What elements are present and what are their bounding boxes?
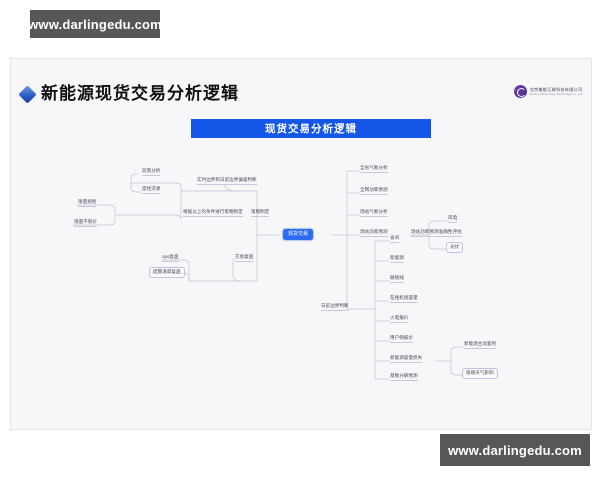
slide-header: 新能源现货交易分析逻辑 北京美能互联科技有限公司 Beijing Palmene… bbox=[11, 79, 591, 111]
node-qianjing-fenxi[interactable]: 前景分析 bbox=[142, 168, 161, 177]
node-xianliang-guihua[interactable]: 限量规划 bbox=[78, 199, 97, 208]
node-yonghuce-baojia[interactable]: 用户侧报价 bbox=[390, 335, 413, 344]
node-ops-fupan[interactable]: ops复盘 bbox=[162, 254, 179, 263]
slide-canvas: 新能源现货交易分析逻辑 北京美能互联科技有限公司 Beijing Palmene… bbox=[10, 58, 592, 430]
node-jiesuan-qingdan-fupan[interactable]: 结算清单复盘 bbox=[149, 267, 185, 278]
node-quanwang-gonglv-yuce[interactable]: 全网功率预测 bbox=[360, 187, 388, 196]
node-changzhan-gonglv-yuce[interactable]: 场站功率预测 bbox=[360, 229, 388, 238]
node-celue-zhiding[interactable]: 策略制定 bbox=[251, 209, 270, 218]
node-du-jingji-yuan[interactable]: 度经济源 bbox=[142, 186, 161, 195]
watermark-top: www.darlingedu.com bbox=[28, 10, 162, 38]
node-changzhan-qixiang-fenxi[interactable]: 场站气象分析 bbox=[360, 209, 388, 218]
node-riqian-bianjie-panduan[interactable]: 日前边界判断 bbox=[321, 303, 349, 312]
company-logo-icon bbox=[513, 85, 527, 98]
node-shishi-bianjie-pianchai[interactable]: 实时边界和日前边界偏差判断 bbox=[197, 177, 257, 186]
mindmap: 现货交易 前景分析 度经济源 实时边界和日前边界偏差判断 限量规划 限量不限价 … bbox=[11, 59, 591, 429]
node-lianluoxian[interactable]: 联络线 bbox=[390, 275, 404, 284]
node-jiduan-tianqi-yingxiang[interactable]: 极端天气影响 bbox=[462, 368, 498, 379]
watermark-bottom-text: www.darlingedu.com bbox=[448, 442, 582, 458]
watermark-bottom: www.darlingedu.com bbox=[440, 434, 590, 466]
node-xinnengyuan-zhudong-taoli[interactable]: 新能源主动套利 bbox=[464, 341, 497, 350]
node-guangfu[interactable]: 光伏 bbox=[446, 242, 464, 253]
node-huodian-baojia[interactable]: 火电报价 bbox=[390, 315, 409, 324]
node-zaixian-jizu-rongliang[interactable]: 在线机组容量 bbox=[390, 295, 418, 304]
node-genju-tiaojian-celue[interactable]: 根据以上的条件进行策略制定 bbox=[183, 209, 243, 218]
node-jiaoyi-fupan[interactable]: 交易复盘 bbox=[235, 254, 254, 263]
node-shengjian[interactable]: 省间 bbox=[390, 235, 400, 244]
mindmap-connectors bbox=[73, 170, 463, 380]
watermark-top-text: www.darlingedu.com bbox=[28, 16, 162, 32]
mindmap-root-node[interactable]: 现货交易 bbox=[283, 229, 314, 240]
node-xinnengyuan-rongliang-sunshi[interactable]: 新能源容量损失 bbox=[390, 355, 423, 364]
node-fengdian[interactable]: 风电 bbox=[448, 215, 458, 224]
company-name-cn: 北京美能互联科技有限公司 bbox=[529, 86, 583, 92]
node-xianliang-buxianjia[interactable]: 限量不限价 bbox=[74, 219, 97, 228]
company-name-en: Beijing Palmenergy Technology Co.,Ltd. bbox=[529, 91, 583, 96]
company-logo: 北京美能互联科技有限公司 Beijing Palmenergy Technolo… bbox=[513, 85, 583, 98]
node-quansheng-qixiang-fenxi[interactable]: 全省气象分析 bbox=[360, 165, 388, 174]
node-changzhan-zhunquexing-pinggu[interactable]: 场站功率预测准确性评估 bbox=[411, 229, 462, 238]
page-title: 新能源现货交易分析逻辑 bbox=[41, 84, 239, 103]
node-xinnengyuan[interactable]: 新能源 bbox=[390, 255, 404, 264]
company-name-block: 北京美能互联科技有限公司 Beijing Palmenergy Technolo… bbox=[529, 86, 583, 96]
mindmap-title-bar: 现货交易分析逻辑 bbox=[191, 119, 431, 138]
node-jishu-fenjie-yuce[interactable]: 基数分解预测 bbox=[390, 373, 418, 382]
